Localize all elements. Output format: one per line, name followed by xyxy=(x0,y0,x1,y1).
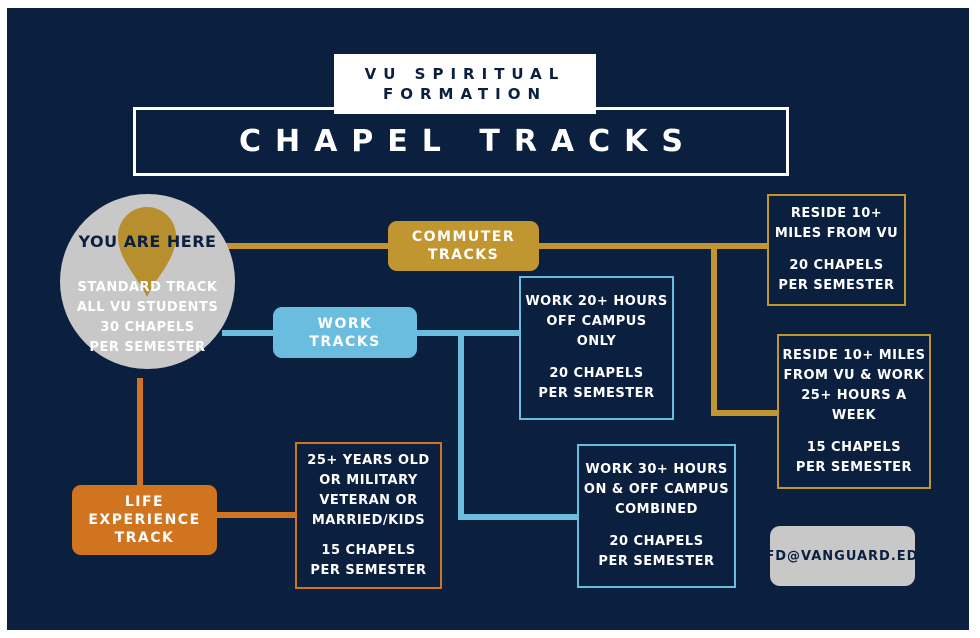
life-opt1-line-4: MARRIED/KIDS xyxy=(311,512,426,528)
work-opt2-line-5: PER SEMESTER xyxy=(598,554,715,569)
commuter-opt1-line-4: PER SEMESTER xyxy=(778,278,895,293)
org-name-line2: FORMATION xyxy=(382,85,548,103)
contact-email[interactable]: SFD@VANGUARD.EDU xyxy=(755,548,931,564)
commuter-label-line2: TRACKS xyxy=(427,247,500,263)
life-label-line1: LIFE xyxy=(124,494,165,510)
org-name-banner: VU SPIRITUAL FORMATION xyxy=(334,54,596,114)
commuter-label-line1: COMMUTER xyxy=(411,229,516,245)
diagram-canvas: VU SPIRITUAL FORMATION CHAPEL TRACKS YOU… xyxy=(7,8,969,630)
standard-line-3: 30 CHAPELS xyxy=(100,320,195,335)
standard-track-circle: YOU ARE HERE STANDARD TRACK ALL VU STUDE… xyxy=(60,194,235,369)
work-opt1-line-5: PER SEMESTER xyxy=(538,386,655,401)
work-opt1-line-1: WORK 20+ HOURS xyxy=(525,294,668,309)
work-option-1-box: WORK 20+ HOURS OFF CAMPUS ONLY 20 CHAPEL… xyxy=(519,276,674,420)
work-tracks-pill: WORK TRACKS xyxy=(273,307,417,358)
life-opt1-line-5: 15 CHAPELS xyxy=(321,542,416,558)
work-label-line1: WORK xyxy=(317,315,373,332)
commuter-branch-horizontal xyxy=(711,410,779,416)
standard-track-details: STANDARD TRACK ALL VU STUDENTS 30 CHAPEL… xyxy=(60,278,235,358)
work-option-2-box: WORK 30+ HOURS ON & OFF CAMPUS COMBINED … xyxy=(577,444,736,588)
life-vertical-line xyxy=(137,378,143,488)
life-opt1-line-2: OR MILITARY xyxy=(319,472,418,488)
life-horizontal-line xyxy=(207,512,297,518)
work-opt1-line-2: OFF CAMPUS xyxy=(546,314,647,329)
commuter-opt1-line-2: MILES FROM VU xyxy=(774,226,899,241)
location-pin-icon xyxy=(118,207,176,297)
commuter-option-1-box: RESIDE 10+ MILES FROM VU 20 CHAPELS PER … xyxy=(767,194,906,306)
work-branch-horizontal xyxy=(458,514,578,520)
life-option-1-box: 25+ YEARS OLD OR MILITARY VETERAN OR MAR… xyxy=(295,442,442,589)
commuter-branch-vertical xyxy=(711,246,717,416)
commuter-opt1-line-1: RESIDE 10+ xyxy=(790,206,883,221)
commuter-opt1-line-3: 20 CHAPELS xyxy=(789,258,884,273)
work-opt2-line-1: WORK 30+ HOURS xyxy=(585,462,728,477)
commuter-tracks-pill: COMMUTER TRACKS xyxy=(388,221,539,271)
work-opt2-line-3: COMBINED xyxy=(615,502,698,517)
work-opt1-line-4: 20 CHAPELS xyxy=(549,366,644,381)
standard-line-1: STANDARD TRACK xyxy=(77,280,218,295)
work-branch-vertical xyxy=(458,330,464,520)
commuter-opt2-line-2: FROM VU & WORK xyxy=(783,367,925,383)
commuter-option-2-box: RESIDE 10+ MILES FROM VU & WORK 25+ HOUR… xyxy=(777,334,931,489)
life-opt1-line-3: VETERAN OR xyxy=(319,492,418,508)
work-label-line2: TRACKS xyxy=(309,333,381,350)
commuter-opt2-line-4: WEEK xyxy=(831,407,877,423)
commuter-opt2-line-5: 15 CHAPELS xyxy=(806,439,902,455)
life-opt1-line-1: 25+ YEARS OLD xyxy=(307,452,430,468)
commuter-opt2-line-1: RESIDE 10+ MILES xyxy=(782,347,926,363)
standard-line-4: PER SEMESTER xyxy=(89,340,206,355)
work-opt2-line-2: ON & OFF CAMPUS xyxy=(583,482,730,497)
life-opt1-line-6: PER SEMESTER xyxy=(310,562,427,578)
title-frame: CHAPEL TRACKS xyxy=(133,107,789,176)
org-name-line1: VU SPIRITUAL xyxy=(364,65,566,83)
standard-line-2: ALL VU STUDENTS xyxy=(76,300,219,315)
commuter-opt2-line-3: 25+ HOURS A xyxy=(801,387,907,403)
commuter-opt2-line-6: PER SEMESTER xyxy=(795,459,913,475)
contact-email-badge[interactable]: SFD@VANGUARD.EDU xyxy=(755,526,929,586)
work-opt2-line-4: 20 CHAPELS xyxy=(609,534,704,549)
life-label-line2: EXPERIENCE xyxy=(88,512,201,528)
life-label-line3: TRACK xyxy=(114,530,175,546)
work-opt1-line-3: ONLY xyxy=(576,334,617,349)
life-experience-pill: LIFE EXPERIENCE TRACK xyxy=(72,485,217,555)
you-are-here-label: YOU ARE HERE xyxy=(78,232,217,251)
page-title: CHAPEL TRACKS xyxy=(238,124,698,159)
